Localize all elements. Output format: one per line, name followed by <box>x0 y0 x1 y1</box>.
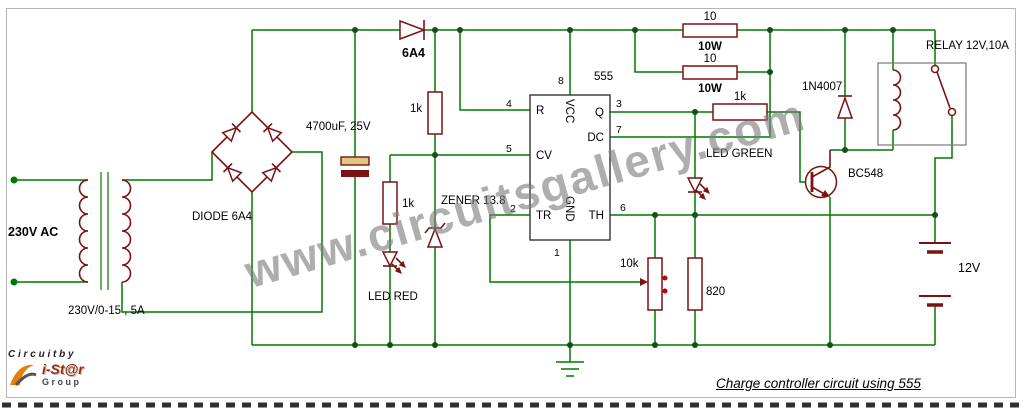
pin-label-gnd: GND <box>563 196 575 222</box>
ic-555: R CV TR Q DC TH VCC GND <box>529 94 611 241</box>
label-r-base: 1k <box>734 91 746 103</box>
pin-label-tr: TR <box>536 210 551 222</box>
emitter-arrow-icon <box>821 190 830 197</box>
pin-number-2: 2 <box>510 203 516 215</box>
power-resistor-2 <box>682 65 738 80</box>
label-led-green: LED GREEN <box>706 148 772 160</box>
resistor-1k-zener <box>427 91 443 135</box>
pin-label-r: R <box>536 105 544 117</box>
pin-label-vcc: VCC <box>563 99 575 123</box>
pin-label-cv: CV <box>536 150 552 162</box>
relay-contact-common <box>930 64 940 74</box>
wiper-arrow-icon <box>640 278 648 286</box>
resistor-1k-led-red <box>382 181 398 225</box>
label-ic-555: 555 <box>594 71 613 83</box>
pin-number-3: 3 <box>616 98 622 110</box>
resistor-1k-base <box>712 103 768 121</box>
label-flyback-diode: 1N4007 <box>802 81 842 93</box>
led-green-icon <box>686 177 710 200</box>
label-zener: ZENER 13.8 <box>441 195 506 207</box>
pin-number-8: 8 <box>558 75 564 87</box>
pin-label-q: Q <box>595 107 604 119</box>
pin-number-7: 7 <box>616 124 622 136</box>
label-power-r1-value: 10 <box>704 11 717 23</box>
resistor-820 <box>687 257 703 311</box>
ac-terminal-top <box>10 176 18 184</box>
schematic-caption: Charge controller circuit using 555 <box>716 376 921 391</box>
transformer-core <box>100 172 109 290</box>
ic-pin-numbers: 4 5 2 3 7 6 8 1 <box>506 75 626 259</box>
label-power-r2-watt: 10W <box>698 83 722 95</box>
label-power-r1-watt: 10W <box>698 41 722 53</box>
pin-number-6: 6 <box>620 202 626 214</box>
secondary-coil <box>121 179 132 283</box>
relay-switch-arm <box>936 71 951 109</box>
label-r-zener: 1k <box>410 103 422 115</box>
primary-coil <box>78 179 89 283</box>
label-filter-cap: 4700uF, 25V <box>306 121 371 133</box>
relay-coil-icon <box>892 69 902 131</box>
label-led-red: LED RED <box>368 291 418 303</box>
label-bridge: DIODE 6A4 <box>192 211 253 223</box>
bridge-rectifier <box>210 110 294 194</box>
bridge-diode-icon <box>262 122 283 143</box>
battery-12v <box>919 242 951 307</box>
led-red-icon <box>381 251 406 274</box>
pin-number-4: 4 <box>506 98 512 110</box>
transformer <box>78 179 132 283</box>
power-resistor-1 <box>682 23 738 38</box>
label-relay: RELAY 12V,10A <box>926 40 1009 52</box>
label-transformer-rating: 230V/0-15 , 5A <box>68 305 145 317</box>
label-pot: 10k <box>620 258 639 270</box>
filter-capacitor <box>340 156 370 177</box>
label-battery: 12V <box>958 261 981 275</box>
component-labels: 230V AC 230V/0-15 , 5A DIODE 6A4 4700uF,… <box>8 11 1009 317</box>
potentiometer-10k <box>640 257 668 311</box>
pin-label-th: TH <box>589 210 604 222</box>
istar-logo-icon <box>10 364 37 386</box>
label-transistor: BC548 <box>848 168 883 180</box>
label-series-diode: 6A4 <box>402 46 425 60</box>
pin-number-1: 1 <box>554 247 560 259</box>
bridge-diode-icon <box>221 122 242 143</box>
flyback-diode-icon <box>836 95 854 119</box>
ac-input-terminals <box>10 176 18 286</box>
series-diode-6a4-icon <box>399 19 427 41</box>
circuit-wires <box>14 29 953 377</box>
transistor-bc548 <box>804 150 838 199</box>
label-power-r2-value: 10 <box>704 53 717 65</box>
ac-terminal-bottom <box>10 278 18 286</box>
bridge-diode-icon <box>222 162 243 183</box>
credit-brand: i-St@r <box>42 361 84 377</box>
bridge-diode-icon <box>261 162 282 183</box>
label-ac-input: 230V AC <box>8 225 58 239</box>
relay <box>877 62 967 146</box>
ground-icon <box>556 361 584 377</box>
pin-number-5: 5 <box>506 143 512 155</box>
pin-label-dc: DC <box>587 132 604 144</box>
credit-line2: G r o u p <box>42 377 79 387</box>
zener-diode-icon <box>424 222 446 248</box>
junction-dots <box>352 27 938 348</box>
label-r-led-red: 1k <box>402 198 414 210</box>
credit-line1: C i r c u i t b y <box>8 349 74 360</box>
credit-block: C i r c u i t b y i-St@r G r o u p <box>8 349 84 387</box>
label-r-divider: 820 <box>706 286 725 298</box>
page-border <box>6 8 1016 398</box>
relay-contact-no <box>947 107 957 117</box>
